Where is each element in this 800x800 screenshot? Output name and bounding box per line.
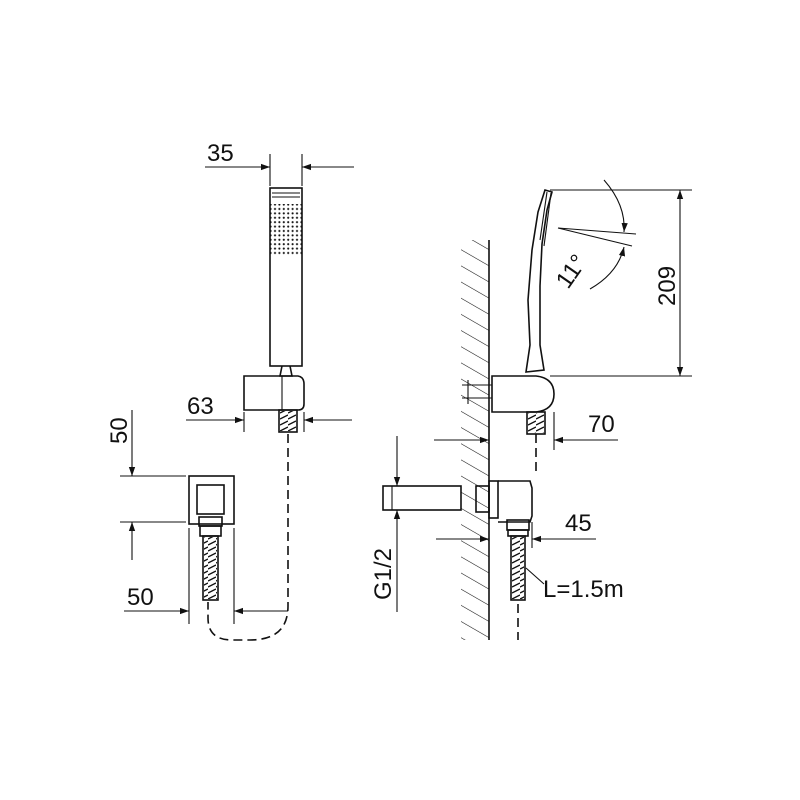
dim-thread: G1/2 [370, 436, 401, 612]
dim-wall-projection: 70 [434, 411, 618, 450]
dim-handset-height-label: 209 [654, 266, 681, 306]
dim-handset-width-label: 35 [207, 140, 234, 167]
side-view: 11° [370, 179, 692, 640]
dim-wall-projection-label: 70 [588, 411, 615, 438]
spray-nozzles [270, 204, 302, 256]
hose-length-label: L=1.5m [543, 576, 624, 603]
dim-outlet-projection: 45 [436, 510, 596, 548]
holder-front [243, 375, 305, 411]
dim-outlet-height-label: 50 [106, 417, 133, 444]
hose-length-callout: L=1.5m [525, 567, 624, 603]
dim-outlet-projection-label: 45 [565, 510, 592, 537]
hand-shower-side [525, 189, 553, 373]
dim-holder-width-label: 63 [187, 393, 214, 420]
hose-connector-front [278, 409, 298, 433]
dim-handset-width: 35 [205, 140, 354, 186]
front-view: 35 63 50 50 [106, 140, 354, 641]
hose-front [207, 434, 289, 641]
wall-outlet-side [382, 480, 533, 640]
dim-holder-width: 63 [186, 393, 352, 432]
dim-outlet-width: 50 [124, 528, 288, 624]
angle-label: 11° [551, 250, 593, 294]
wall-outlet-front [188, 475, 235, 601]
dim-thread-label: G1/2 [370, 548, 397, 600]
dim-handset-height: 209 [550, 189, 692, 377]
hand-shower-front [269, 187, 303, 377]
dim-outlet-width-label: 50 [127, 584, 154, 611]
angle-indicator: 11° [551, 179, 637, 294]
dim-outlet-height: 50 [106, 410, 186, 560]
